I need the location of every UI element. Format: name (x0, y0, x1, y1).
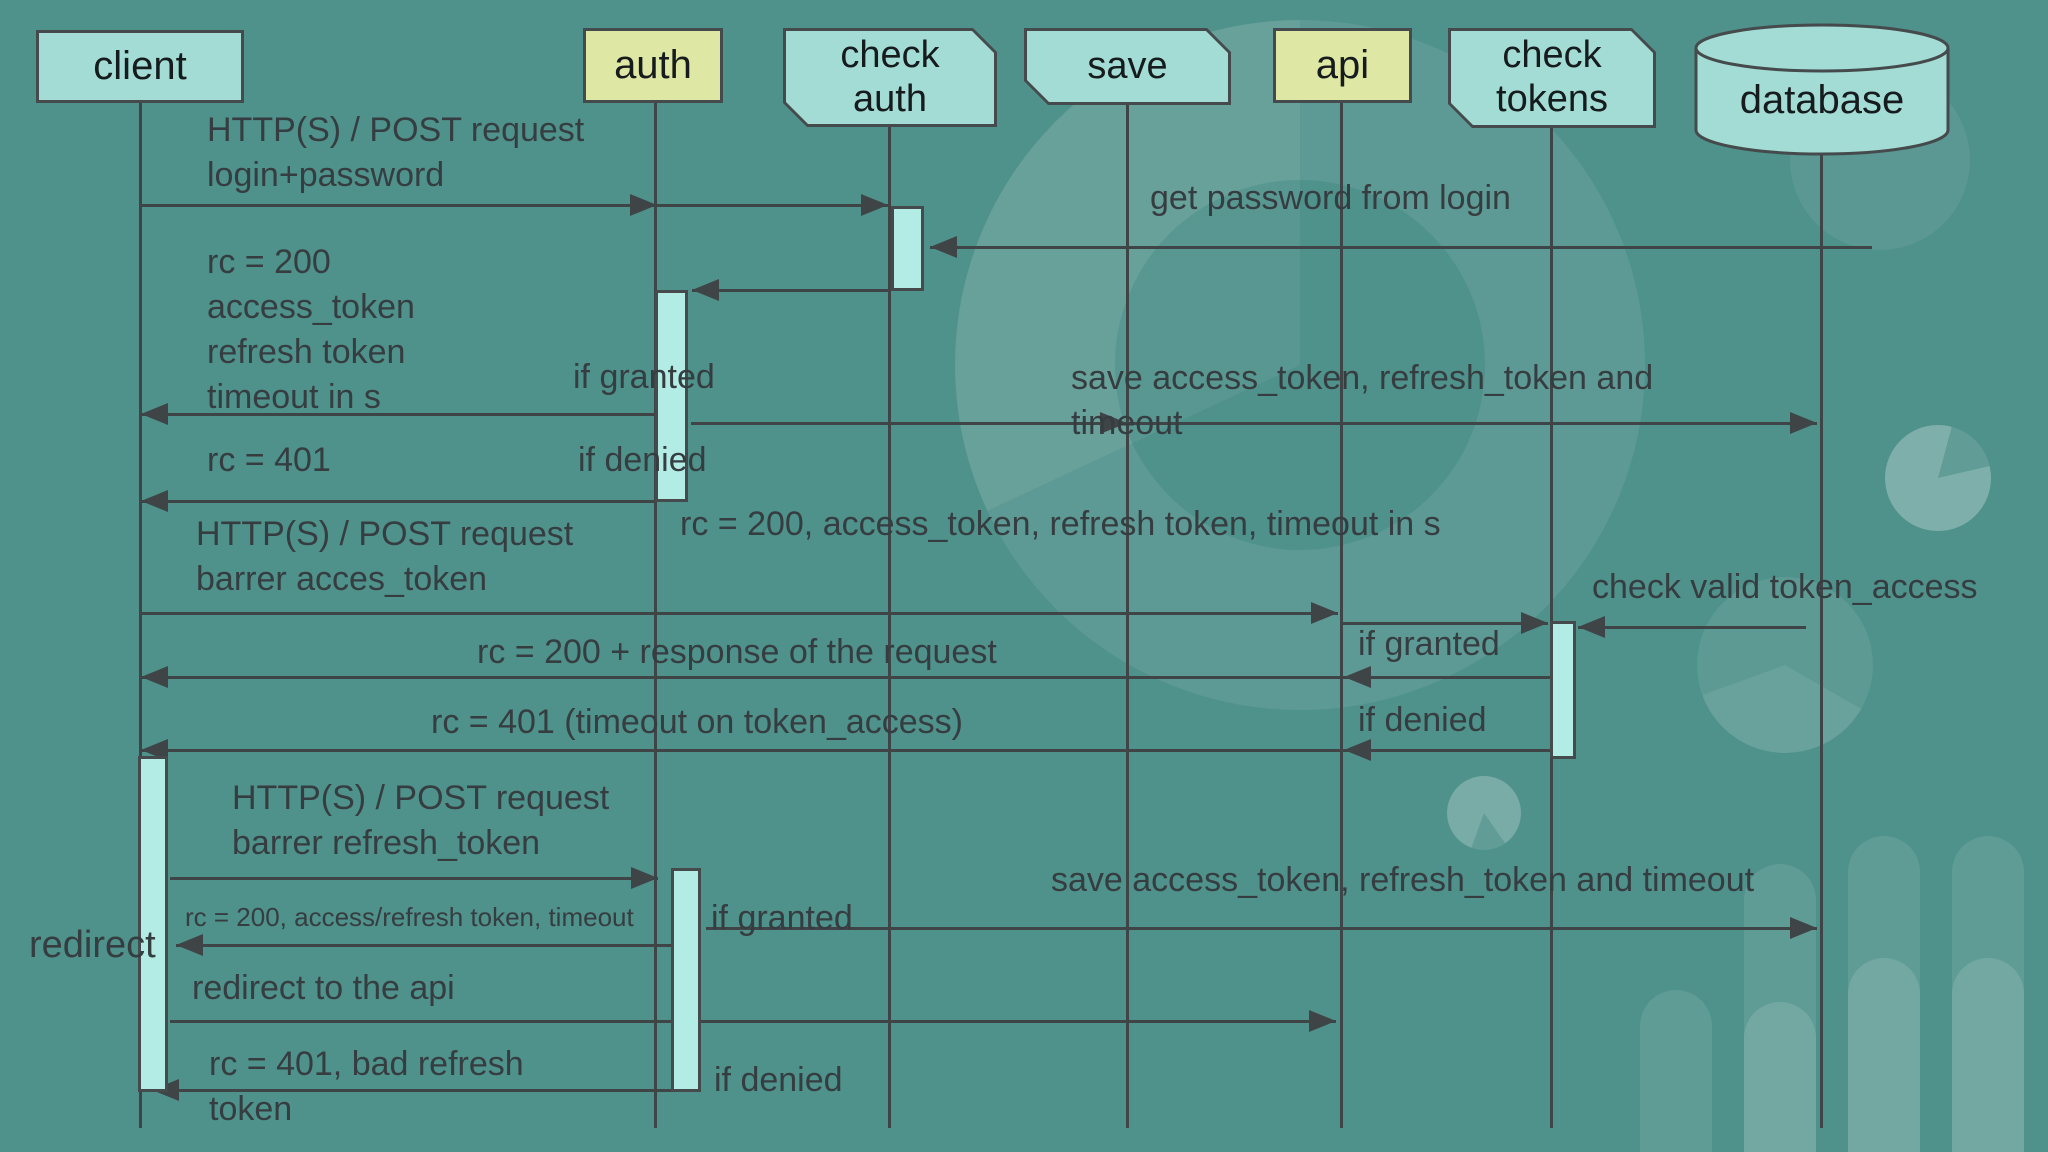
arrow-post-access-token (141, 612, 1338, 615)
arrowhead-to-api (1344, 739, 1371, 761)
participant-check-tokens-label: check tokens (1496, 34, 1608, 120)
arrow-post-refresh-token (170, 877, 658, 880)
arrowhead-to-database (1790, 412, 1817, 434)
lifeline-save (1126, 105, 1129, 1128)
arrowhead-to-client (176, 934, 203, 956)
arrowhead-to-api (1309, 1010, 1336, 1032)
message-get-password: get password from login (1150, 179, 1511, 217)
message-save-tokens: save access_token, refresh_token and tim… (1071, 359, 1654, 442)
arrowhead-to-client (141, 666, 168, 688)
database-cylinder-icon (1694, 23, 1950, 156)
arrow-rc200-response (141, 676, 1551, 679)
arrow-rc401-bad-refresh (152, 1089, 673, 1092)
arrowhead-to-check-auth (861, 194, 888, 216)
message-post-access-token: HTTP(S) / POST request barrer acces_toke… (196, 515, 574, 598)
lifeline-api (1340, 103, 1343, 1128)
notched-fill (1451, 31, 1653, 125)
arrow-rc200-refresh (176, 944, 673, 947)
participant-database: database (1692, 20, 1952, 160)
message-rc200-refresh-small: rc = 200, access/refresh token, timeout (185, 902, 634, 932)
guard-if-denied-2: if denied (1358, 701, 1487, 739)
guard-if-granted-3: if granted (711, 899, 853, 937)
notched-fill (1027, 31, 1228, 102)
participant-check-tokens: check tokens (1448, 28, 1656, 128)
participant-check-auth: check auth (783, 28, 997, 127)
background-bar-decoration (1640, 990, 1712, 1152)
background-bar-decoration (1848, 958, 1920, 1152)
arrow-check-valid-token (1578, 626, 1806, 629)
lifeline-check-auth (888, 127, 891, 1128)
arrow-save-tokens (691, 422, 1817, 425)
participant-save: save (1024, 28, 1231, 105)
arrowhead-to-client (141, 403, 168, 425)
participant-auth-label: auth (614, 43, 692, 87)
message-rc401: rc = 401 (207, 441, 331, 479)
activation-check-tokens (1550, 621, 1576, 759)
guard-if-granted-1: if granted (573, 358, 715, 396)
arrowhead-to-api (1311, 602, 1338, 624)
arrowhead-to-client (141, 739, 168, 761)
background-bar-decoration (1744, 864, 1816, 1152)
participant-api-label: api (1315, 43, 1370, 87)
message-rc200-tokens-inline: rc = 200, access_token, refresh token, t… (680, 505, 1441, 543)
arrow-post-login (141, 204, 888, 207)
guard-if-denied-1: if denied (578, 441, 707, 479)
guard-if-granted-2: if granted (1358, 625, 1500, 663)
background-pie-chart-decoration (1885, 425, 1991, 531)
message-post-login: HTTP(S) / POST request login+password (207, 111, 585, 194)
arrow-rc401-to-client (141, 500, 657, 503)
message-rc200-tokens: rc = 200 access_token refresh token time… (207, 243, 415, 416)
participant-auth: auth (583, 28, 723, 103)
participant-database-label: database (1739, 78, 1905, 122)
message-post-refresh-token: HTTP(S) / POST request barrer refresh_to… (232, 779, 610, 862)
arrow-get-password (930, 246, 1872, 249)
arrowhead-to-client (141, 490, 168, 512)
message-save-tokens-inline: save access_token, refresh_token and tim… (1051, 861, 1755, 899)
background-bar-decoration (1744, 1002, 1816, 1152)
participant-client: client (36, 30, 244, 103)
label-redirect: redirect (29, 924, 156, 966)
background-bar-decoration (1952, 836, 2024, 1152)
arrowhead-to-auth (692, 279, 719, 301)
activation-auth-1 (655, 290, 688, 502)
arrow-redirect-to-api (170, 1020, 1336, 1023)
arrow-save-tokens-2 (706, 927, 1817, 930)
arrowhead-to-save (1100, 412, 1127, 434)
background-bar-decoration (1952, 958, 2024, 1152)
background-pie-chart-decoration (1447, 776, 1521, 850)
message-rc401-bad-refresh: rc = 401, bad refresh token (209, 1045, 524, 1128)
lifeline-database (1820, 152, 1823, 1128)
activation-client (138, 756, 168, 1092)
activation-auth-2 (671, 868, 701, 1092)
participant-save-label: save (1087, 44, 1168, 87)
activation-check-auth (891, 206, 924, 291)
lifeline-auth (654, 103, 657, 1128)
lifeline-client (139, 103, 142, 1128)
arrowhead-to-check-tokens (1578, 616, 1605, 638)
arrowhead-to-database (1790, 917, 1817, 939)
message-rc200-response: rc = 200 + response of the request (477, 633, 997, 671)
guard-if-denied-3: if denied (714, 1061, 843, 1099)
arrowhead-to-auth (631, 867, 658, 889)
arrow-rc200-to-client (141, 413, 657, 416)
arrow-rc401-timeout (141, 749, 1551, 752)
background-bar-decoration (1848, 836, 1920, 1152)
participant-client-label: client (93, 44, 187, 88)
arrowhead-to-auth (630, 194, 657, 216)
participant-api: api (1273, 28, 1412, 103)
message-check-valid-token: check valid token_access (1592, 568, 1978, 606)
arrowhead-to-check-auth (930, 236, 957, 258)
participant-check-auth-label: check auth (840, 33, 940, 120)
arrow-check-auth-to-auth (692, 289, 891, 292)
notched-fill (786, 31, 994, 124)
message-redirect-to-api: redirect to the api (192, 969, 455, 1007)
arrowhead-to-check-tokens (1521, 612, 1548, 634)
arrow-api-to-check-tokens (1342, 622, 1548, 625)
message-rc401-timeout: rc = 401 (timeout on token_access) (431, 703, 963, 741)
arrowhead-to-api (1344, 666, 1371, 688)
